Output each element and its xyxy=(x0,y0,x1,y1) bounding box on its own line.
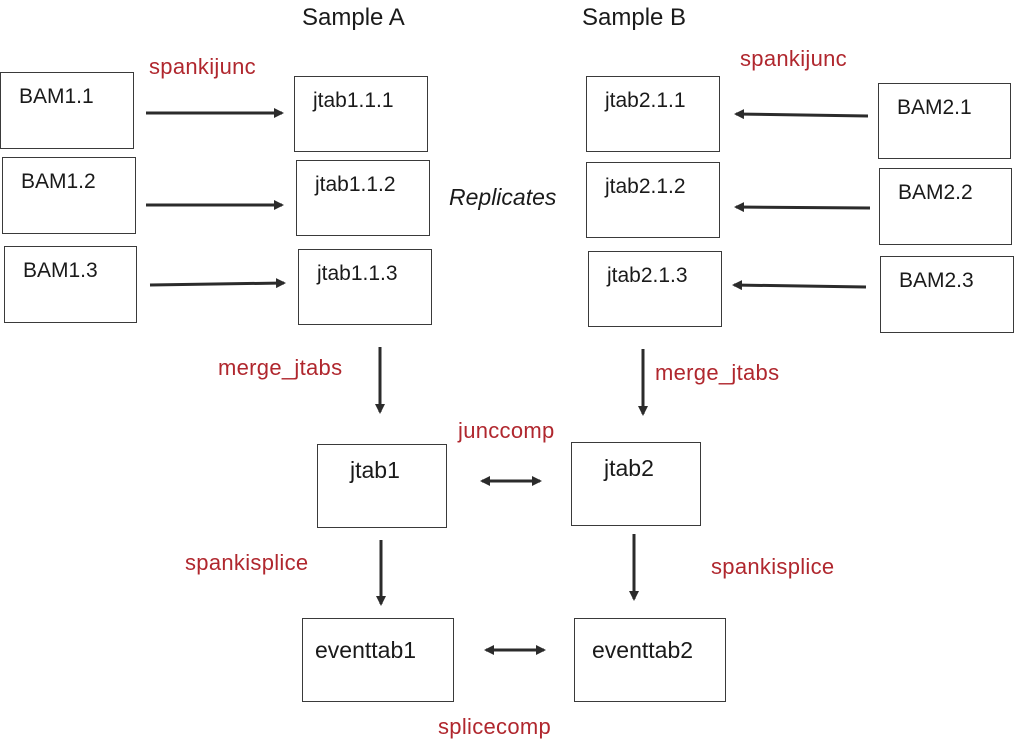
merged-jtab-box-b: jtab2 xyxy=(571,442,701,526)
step-label-merge-jtabs-a: merge_jtabs xyxy=(218,355,343,380)
jtab-box: jtab1.1.2 xyxy=(296,160,430,236)
step-label-spankisplice-b: spankisplice xyxy=(711,554,835,579)
bam-box: BAM1.3 xyxy=(4,246,137,323)
step-label-junccomp: junccomp xyxy=(458,418,555,443)
header-sample-b: Sample B xyxy=(582,4,687,31)
jtab-box: jtab1.1.3 xyxy=(298,249,432,325)
arrow-bam-to-jtab xyxy=(732,280,867,291)
jtab-box: jtab2.1.1 xyxy=(586,76,720,152)
arrow-bam-to-jtab xyxy=(734,109,869,120)
arrow-bam-to-jtab xyxy=(734,202,871,213)
bam-box: BAM2.1 xyxy=(878,83,1011,159)
jtab-box: jtab2.1.3 xyxy=(588,251,722,327)
step-label-spankijunc-a: spankijunc xyxy=(149,54,256,79)
eventtab-box-a: eventtab1 xyxy=(302,618,454,702)
header-sample-a: Sample A xyxy=(302,4,405,31)
jtab-box: jtab2.1.2 xyxy=(586,162,720,238)
bam-box: BAM2.2 xyxy=(879,168,1012,245)
step-label-merge-jtabs-b: merge_jtabs xyxy=(655,360,780,385)
step-label-splicecomp: splicecomp xyxy=(438,714,552,739)
eventtab-box-b: eventtab2 xyxy=(574,618,726,702)
arrow-bam-to-jtab xyxy=(149,278,286,289)
bam-box: BAM2.3 xyxy=(880,256,1014,333)
replicates-note: Replicates xyxy=(449,184,557,210)
jtab-box: jtab1.1.1 xyxy=(294,76,428,152)
step-label-spankisplice-a: spankisplice xyxy=(185,550,309,575)
merged-jtab-box-a: jtab1 xyxy=(317,444,447,528)
bam-box: BAM1.2 xyxy=(2,157,136,234)
step-label-spankijunc-b: spankijunc xyxy=(740,46,847,71)
bam-box: BAM1.1 xyxy=(0,72,134,149)
